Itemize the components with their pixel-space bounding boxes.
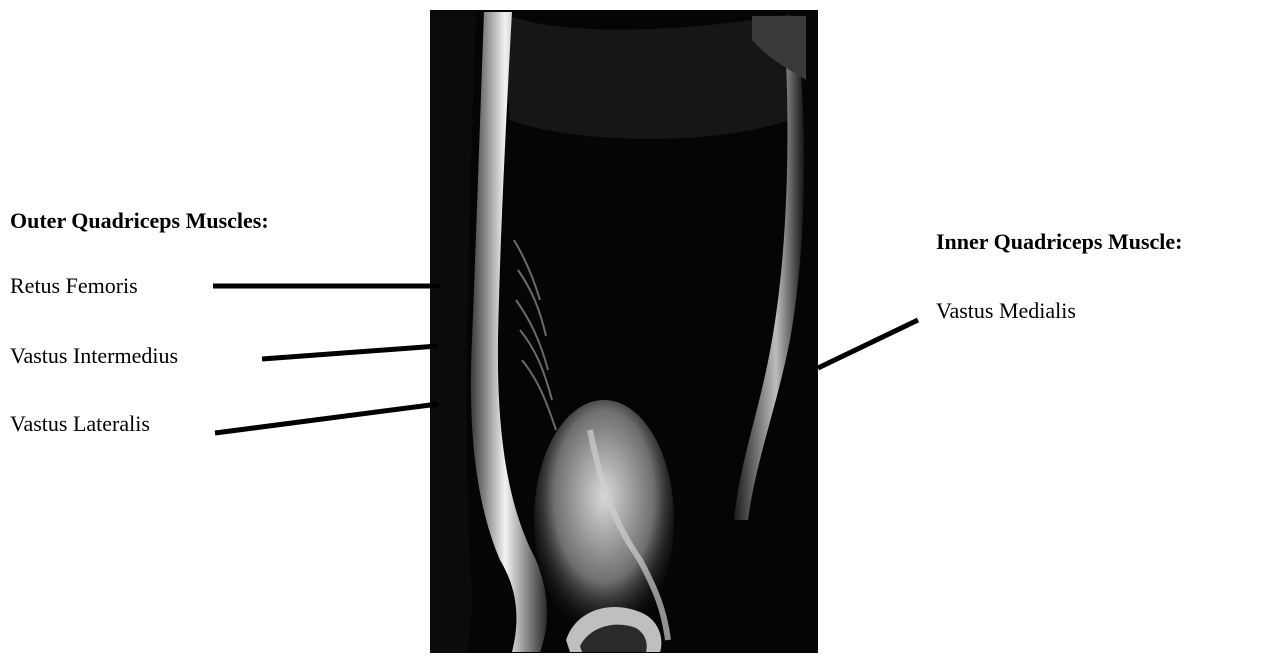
photo-upper-shading <box>500 12 790 139</box>
anatomy-photo <box>430 10 818 653</box>
vastus-lateralis-label: Vastus Lateralis <box>10 411 150 437</box>
leader-line-vastus-lateralis <box>215 404 438 433</box>
vastus-medialis-label: Vastus Medialis <box>936 298 1076 324</box>
leader-line-vastus-intermedius <box>262 346 438 359</box>
vastus-intermedius-label: Vastus Intermedius <box>10 343 178 369</box>
outer-quadriceps-heading: Outer Quadriceps Muscles: <box>10 208 269 234</box>
photo-lower-tendon <box>534 400 674 640</box>
leader-line-vastus-medialis <box>818 320 918 368</box>
retus-femoris-label: Retus Femoris <box>10 273 138 299</box>
inner-quadriceps-heading: Inner Quadriceps Muscle: <box>936 229 1182 255</box>
